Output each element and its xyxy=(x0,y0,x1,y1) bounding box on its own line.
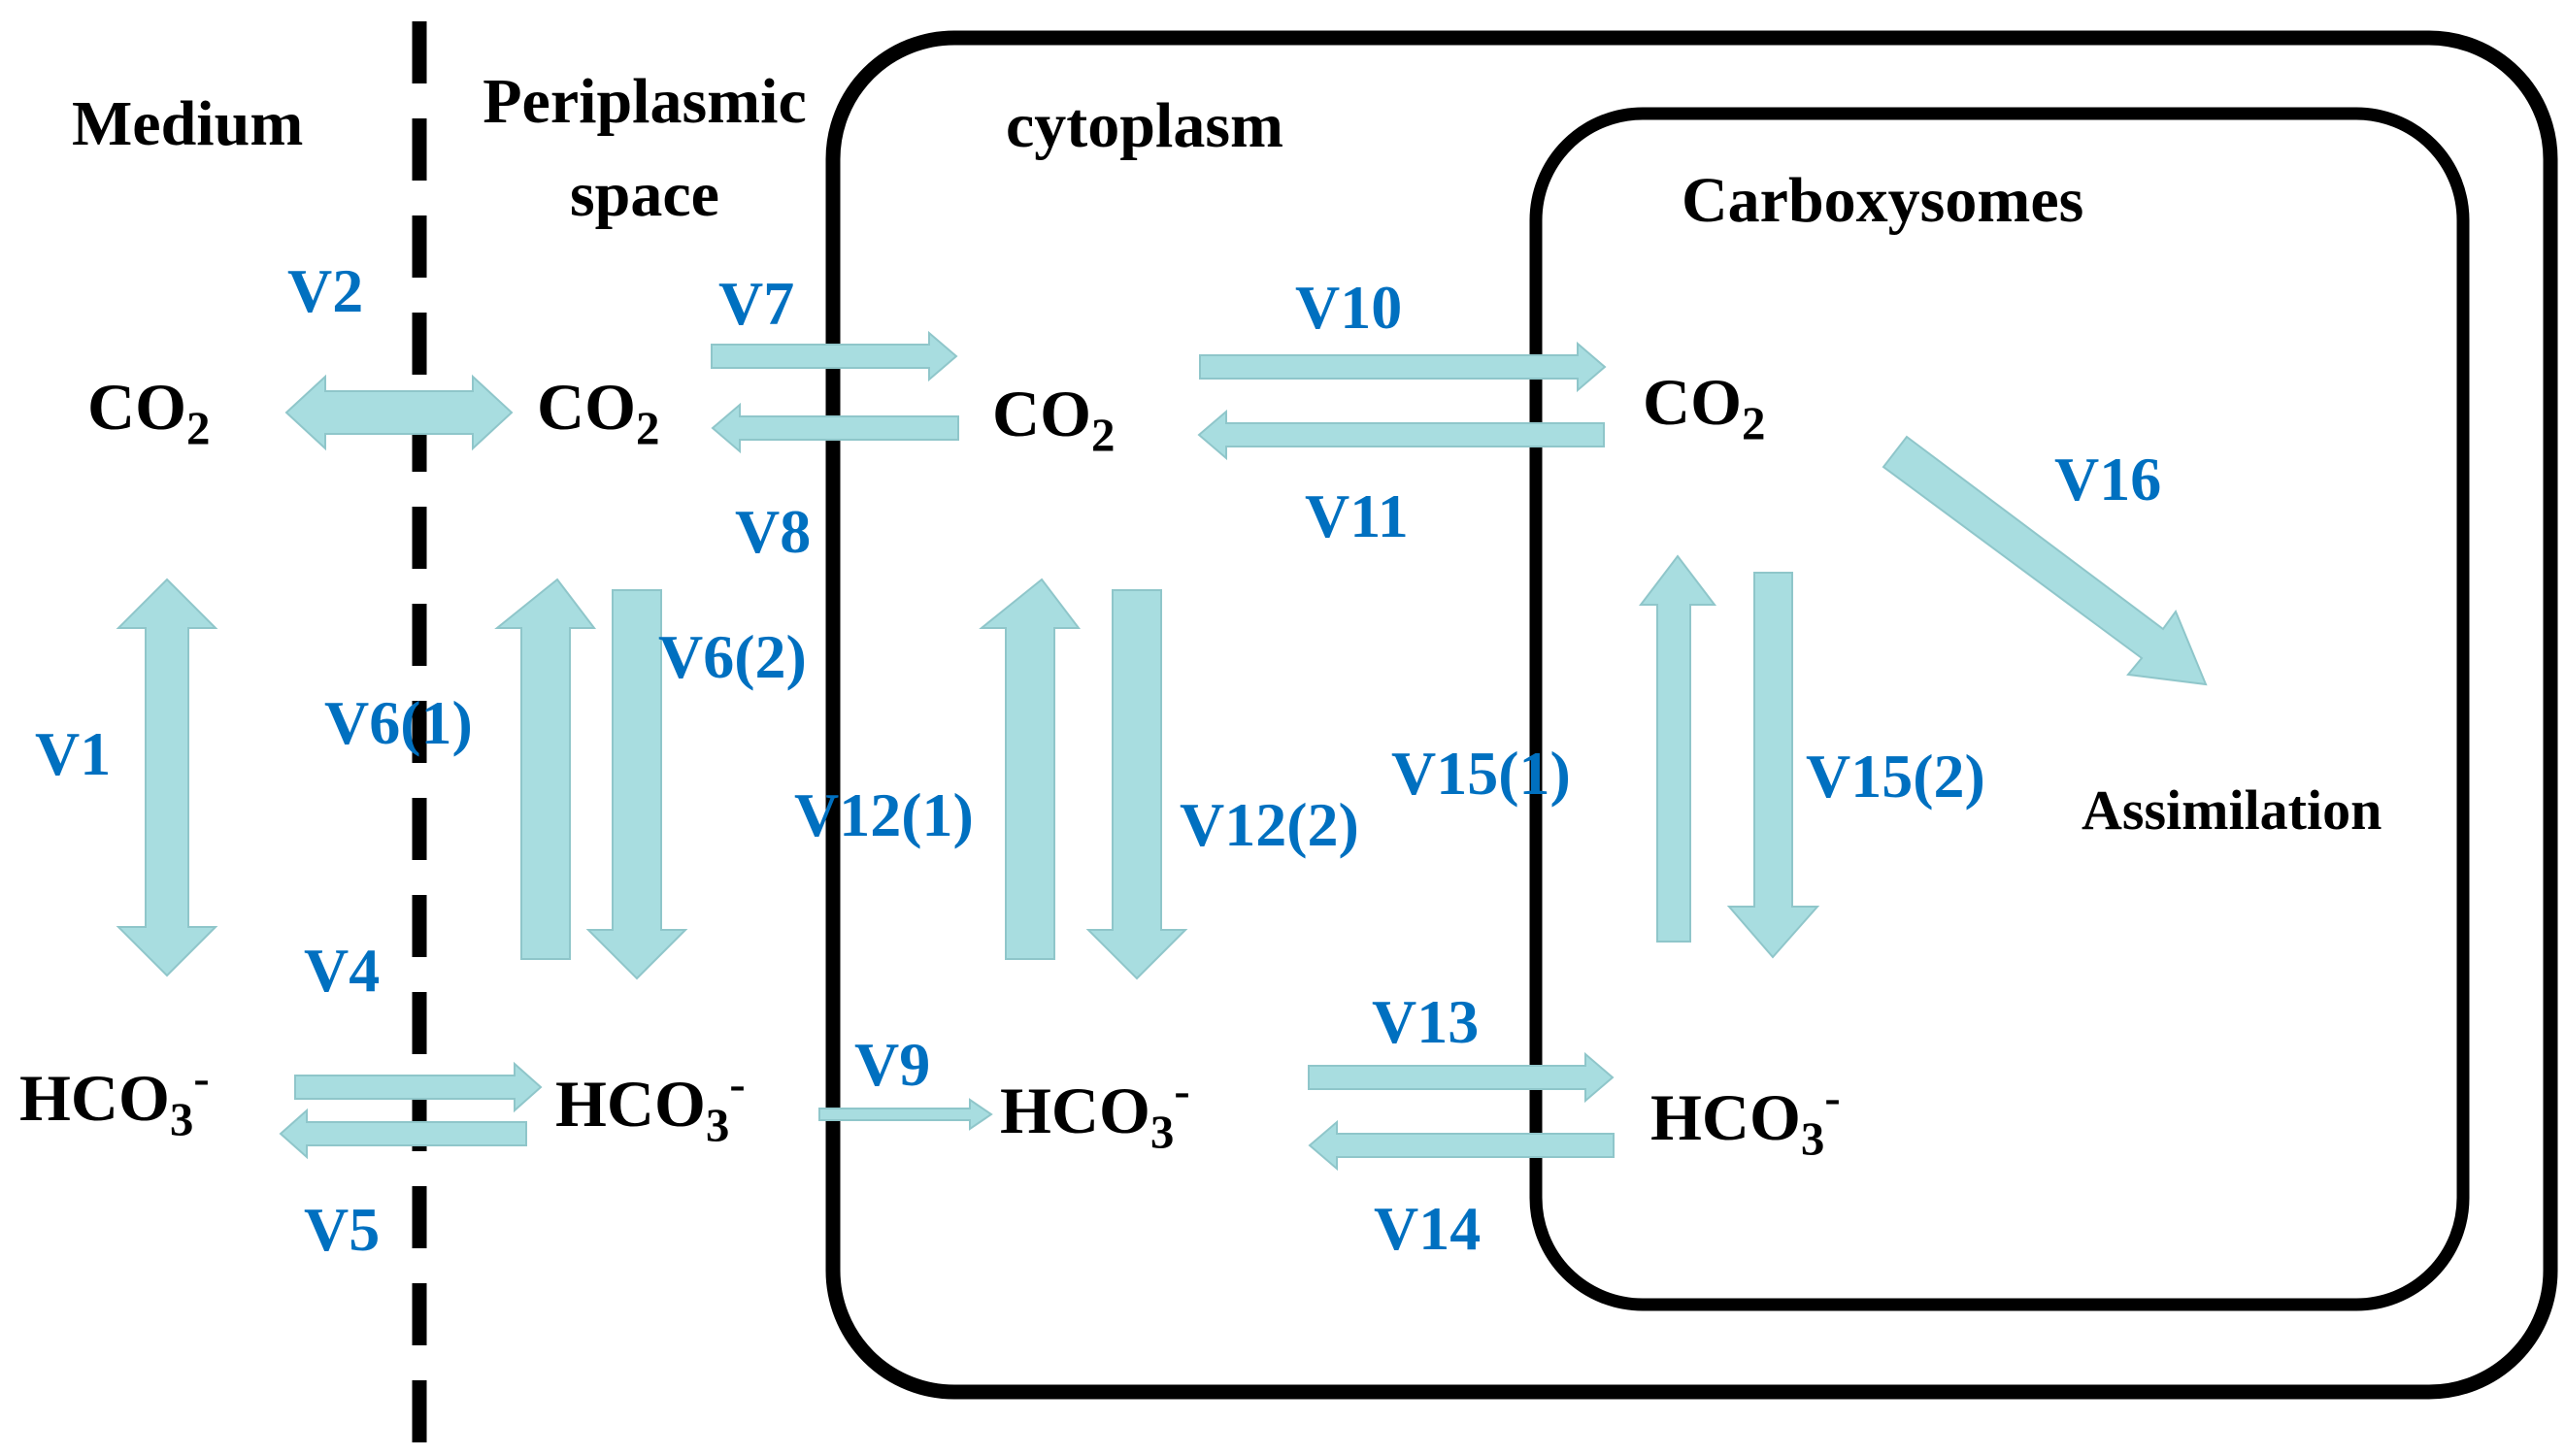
arrow-v15-2 xyxy=(1726,572,1820,959)
flux-label-v16: V16 xyxy=(2054,445,2162,513)
flux-label-v4: V4 xyxy=(304,936,381,1005)
hco3-carboxysome: HCO3- xyxy=(1650,1071,1841,1166)
flux-label-v2: V2 xyxy=(287,256,364,325)
flux-label-v12-2: V12(2) xyxy=(1180,790,1359,859)
co2-periplasm: CO2 xyxy=(537,370,660,455)
region-periplasmic-label-line1: Periplasmic xyxy=(483,66,807,137)
assimilation-label: Assimilation xyxy=(2082,778,2382,842)
flux-label-v1: V1 xyxy=(35,719,112,788)
arrow-v4 xyxy=(294,1061,543,1113)
arrow-v12-1 xyxy=(979,578,1082,960)
hco3-medium: HCO3- xyxy=(19,1051,210,1146)
flux-label-v6-1: V6(1) xyxy=(324,688,473,757)
arrow-v6-1 xyxy=(494,578,597,960)
hco3-periplasm: HCO3- xyxy=(555,1057,746,1152)
arrow-v13 xyxy=(1308,1051,1615,1104)
flux-label-v14: V14 xyxy=(1374,1194,1482,1263)
flux-label-v6-2: V6(2) xyxy=(658,622,807,691)
flux-label-v12-1: V12(1) xyxy=(794,780,974,849)
flux-label-v13: V13 xyxy=(1372,987,1480,1056)
flux-label-v11: V11 xyxy=(1305,481,1409,550)
arrow-v5 xyxy=(279,1108,527,1160)
arrow-v1 xyxy=(116,578,218,977)
carboxysome-shell-box xyxy=(1529,107,2470,1311)
co2-medium: CO2 xyxy=(87,370,211,455)
arrow-v16 xyxy=(1882,435,2208,686)
region-periplasmic-label-line2: space xyxy=(570,159,719,230)
region-medium-label: Medium xyxy=(72,88,304,159)
arrow-v7 xyxy=(711,330,958,382)
arrow-v9 xyxy=(818,1098,993,1131)
flux-label-v9: V9 xyxy=(854,1030,931,1099)
arrow-v6-2 xyxy=(585,589,688,980)
flux-label-v15-2: V15(2) xyxy=(1806,742,1985,811)
arrow-v14 xyxy=(1308,1119,1615,1172)
region-cytoplasm-label: cytoplasm xyxy=(1006,90,1283,161)
arrow-v2 xyxy=(284,374,514,451)
co2-carboxysome: CO2 xyxy=(1643,365,1766,450)
arrow-v15-1 xyxy=(1638,554,1717,943)
arrow-v11 xyxy=(1197,409,1605,461)
hco3-cytoplasm: HCO3- xyxy=(1000,1064,1190,1159)
arrow-v10 xyxy=(1199,341,1607,393)
flux-label-v8: V8 xyxy=(735,497,812,566)
flux-label-v5: V5 xyxy=(304,1195,381,1264)
flux-label-v10: V10 xyxy=(1295,273,1403,342)
arrow-v12-2 xyxy=(1085,589,1188,980)
flux-label-v7: V7 xyxy=(718,269,795,338)
region-carboxysomes-label: Carboxysomes xyxy=(1682,165,2084,236)
flux-label-v15-1: V15(1) xyxy=(1391,739,1571,808)
arrow-v8 xyxy=(711,402,959,454)
co2-cytoplasm: CO2 xyxy=(992,377,1116,462)
cytoplasmic-membrane-box xyxy=(825,30,2558,1400)
